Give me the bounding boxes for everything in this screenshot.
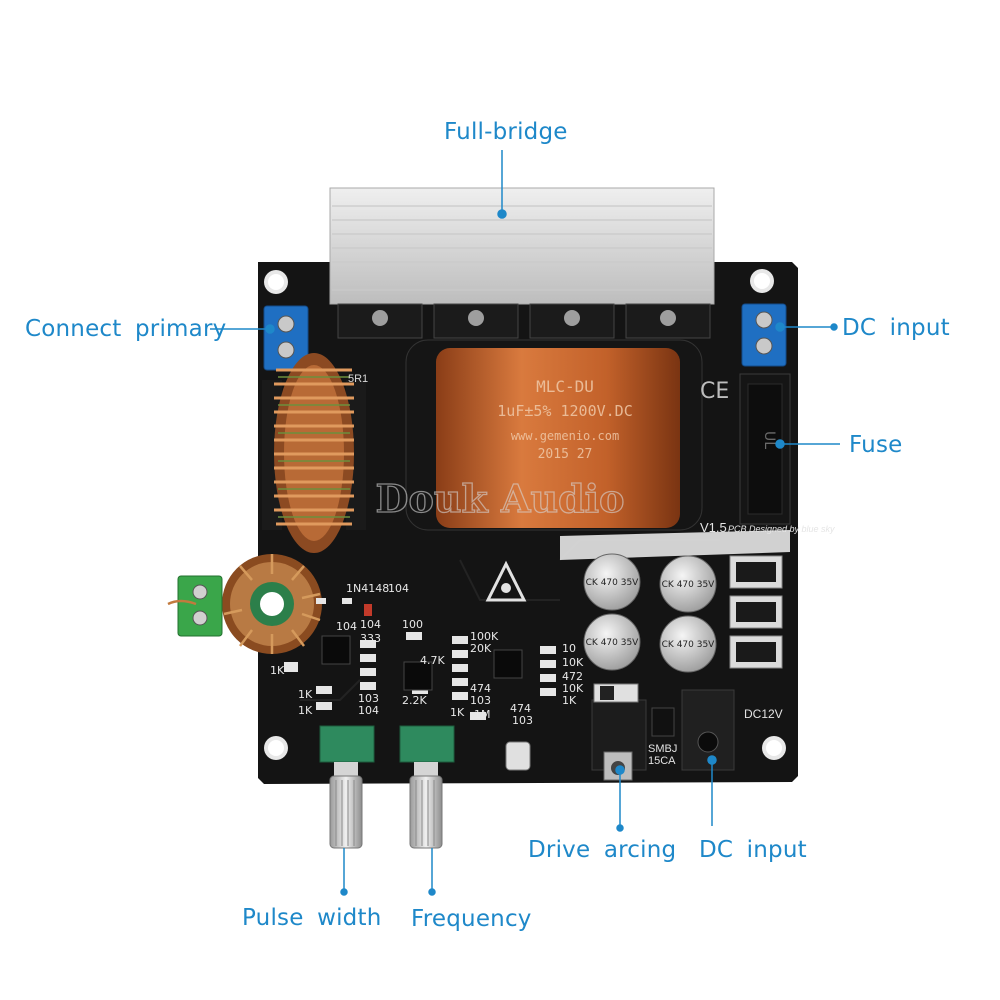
electrolytic-caps: CK 470 35V CK 470 35V CK 470 35V CK 470 … (583, 553, 717, 673)
film-capacitor: MLC-DU 1uF±5% 1200V.DC www.gemenio.com 2… (405, 339, 729, 531)
pot-frequency (399, 725, 455, 849)
fuse-holder-text: UL (761, 431, 777, 449)
primary-coil (262, 353, 366, 553)
elec-cap-2: CK 470 35V (662, 580, 716, 590)
mounting-holes (264, 269, 786, 760)
ic-chips (321, 635, 523, 691)
elec-cap-3: CK 470 35V (586, 638, 640, 648)
dc-jack: DC12V (681, 689, 783, 771)
label-connect-primary: Connect primary (25, 316, 227, 342)
slide-switch (593, 683, 639, 703)
label-104b: 104 (336, 620, 357, 633)
dc-jack-label: DC12V (744, 707, 783, 721)
cap-text-2: 1uF±5% 1200V.DC (497, 402, 632, 420)
tvs-label-2: 15CA (648, 755, 676, 767)
label-104c: 104 (360, 618, 381, 631)
callout-lines (210, 150, 840, 896)
esd-warning-icon (485, 560, 527, 602)
label-full-bridge: Full-bridge (444, 119, 568, 145)
label-dc-input-top: DC input (842, 315, 950, 341)
label-1m: 1M (474, 708, 491, 721)
label-474b: 474 (510, 702, 531, 715)
regulators (729, 555, 783, 669)
label-10k-b: 10K (562, 682, 584, 695)
tvs-label-1: SMBJ (648, 743, 677, 755)
label-472: 472 (562, 670, 583, 683)
cap-text-4: 2015 27 (538, 447, 593, 462)
fuse-holder: UL (739, 373, 791, 525)
smd-components (284, 598, 556, 720)
label-10k-a: 10K (562, 656, 584, 669)
ce-mark: CE (700, 379, 729, 404)
cap-text-3: www.gemenio.com (511, 429, 619, 443)
elec-cap-4: CK 470 35V (662, 640, 716, 650)
crystal (505, 741, 531, 771)
label-4-7k: 4.7K (420, 654, 445, 667)
label-drive-arcing: Drive arcing (528, 837, 677, 863)
label-frequency: Frequency (411, 906, 532, 932)
terminal-secondary (167, 575, 223, 637)
label-1k-e: 1K (450, 706, 465, 719)
label-20k: 20K (470, 642, 492, 655)
secondary-coil (222, 554, 322, 654)
label-1k-b: 1K (298, 688, 313, 701)
pot-pulse-width (319, 725, 375, 849)
label-pulse-width: Pulse width (242, 905, 382, 931)
label-103b: 103 (470, 694, 491, 707)
tvs-diode: SMBJ 15CA (648, 707, 677, 767)
resistor-label: 5R1 (348, 373, 368, 385)
terminal-dc-input (741, 303, 787, 367)
label-2-2k: 2.2K (402, 694, 427, 707)
label-1n4148: 1N4148 (346, 582, 389, 595)
label-1k-a: 1K (270, 664, 285, 677)
elec-cap-1: CK 470 35V (586, 578, 640, 588)
label-474a: 474 (470, 682, 491, 695)
label-104a: 104 (388, 582, 409, 595)
mosfet-row (337, 303, 711, 339)
label-104d: 104 (358, 704, 379, 717)
heatsink (329, 187, 715, 305)
label-1k-d: 1K (562, 694, 577, 707)
version-label: V1.5 (700, 520, 727, 535)
label-103a: 103 (358, 692, 379, 705)
terminal-connect-primary (263, 305, 309, 371)
pcb-credit: PCB Designed by blue sky (728, 524, 835, 534)
label-10: 10 (562, 642, 576, 655)
label-100: 100 (402, 618, 423, 631)
label-fuse: Fuse (849, 432, 903, 458)
cap-text-1: MLC-DU (536, 377, 594, 396)
label-100k: 100K (470, 630, 499, 643)
label-103c: 103 (512, 714, 533, 727)
watermark: Douk Audio (376, 476, 625, 521)
label-dc-input-bottom: DC input (699, 837, 807, 863)
label-1k-c: 1K (298, 704, 313, 717)
label-333: 333 (360, 632, 381, 645)
